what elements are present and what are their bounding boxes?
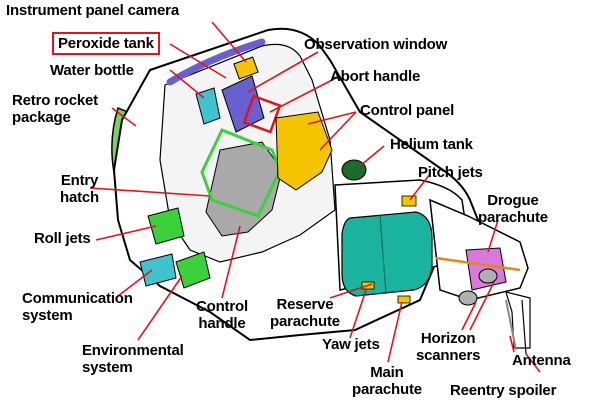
- roll-jets-shape: [147, 207, 185, 245]
- label-entry-hatch-line2: hatch: [60, 189, 100, 206]
- label-reserve-parachute-line1: Reserve: [276, 296, 334, 313]
- label-communication-system: Communication system: [22, 290, 133, 324]
- label-observation-window: Observation window: [304, 36, 448, 53]
- environmental-system-shape: [175, 251, 211, 289]
- label-control-panel: Control panel: [360, 102, 455, 119]
- label-main-parachute: Main parachute: [352, 364, 422, 398]
- label-communication-system-line1: Communication: [22, 290, 133, 307]
- label-entry-hatch: Entry hatch: [60, 172, 99, 206]
- label-peroxide-tank: Peroxide tank: [52, 32, 160, 55]
- label-yaw-jets: Yaw jets: [322, 336, 380, 353]
- label-control-handle-line1: Control: [196, 298, 248, 315]
- label-reentry-spoiler: Reentry spoiler: [450, 382, 557, 399]
- label-reserve-parachute: Reserve parachute: [270, 296, 340, 330]
- label-drogue-parachute-line1: Drogue: [487, 192, 539, 209]
- label-helium-tank: Helium tank: [390, 136, 473, 153]
- label-drogue-parachute: Drogue parachute: [478, 192, 548, 226]
- nose-rod: [435, 256, 521, 272]
- label-main-parachute-line2: parachute: [352, 381, 422, 398]
- abort-handle-outline: [242, 94, 282, 134]
- label-pitch-jets: Pitch jets: [418, 164, 483, 181]
- label-water-bottle: Water bottle: [50, 62, 134, 79]
- label-horizon-scanners-line2: scanners: [416, 347, 481, 364]
- label-communication-system-line2: system: [22, 307, 73, 324]
- label-reserve-parachute-line2: parachute: [270, 313, 340, 330]
- label-retro-rocket-package-line2: package: [12, 109, 71, 126]
- label-antenna: Antenna: [512, 352, 571, 369]
- label-control-handle: Control handle: [196, 298, 248, 332]
- horizon-scanner-2: [458, 290, 478, 306]
- parachute-canister-seam: [379, 214, 387, 295]
- observation-window-shape: [221, 75, 265, 133]
- antenna-mast: [505, 299, 517, 351]
- label-environmental-system-line1: Environmental: [82, 342, 184, 359]
- main-parachute-bits: [397, 295, 411, 304]
- reentry-spoiler-mast: [521, 299, 527, 355]
- label-instrument-panel-camera: Instrument panel camera: [6, 2, 179, 19]
- label-entry-hatch-line1: Entry: [60, 172, 99, 189]
- label-roll-jets: Roll jets: [34, 230, 91, 247]
- communication-system-shape: [139, 253, 177, 287]
- label-environmental-system-line2: system: [82, 359, 133, 376]
- label-drogue-parachute-line2: parachute: [478, 209, 548, 226]
- parachute-canister: [341, 211, 433, 297]
- label-environmental-system: Environmental system: [82, 342, 184, 376]
- label-horizon-scanners: Horizon scanners: [416, 330, 480, 364]
- label-horizon-scanners-line1: Horizon: [420, 330, 476, 347]
- label-abort-handle: Abort handle: [330, 68, 421, 85]
- label-main-parachute-line1: Main: [370, 364, 404, 381]
- label-retro-rocket-package: Retro rocket package: [12, 92, 98, 126]
- label-retro-rocket-package-line1: Retro rocket: [12, 92, 98, 109]
- leader-lines: [89, 21, 541, 373]
- label-control-handle-line2: handle: [198, 315, 246, 332]
- control-panel-shape: [275, 111, 333, 191]
- horizon-scanner-1: [478, 268, 498, 284]
- pitch-jets-shape: [401, 195, 417, 207]
- instrument-panel-camera-shape: [233, 56, 259, 80]
